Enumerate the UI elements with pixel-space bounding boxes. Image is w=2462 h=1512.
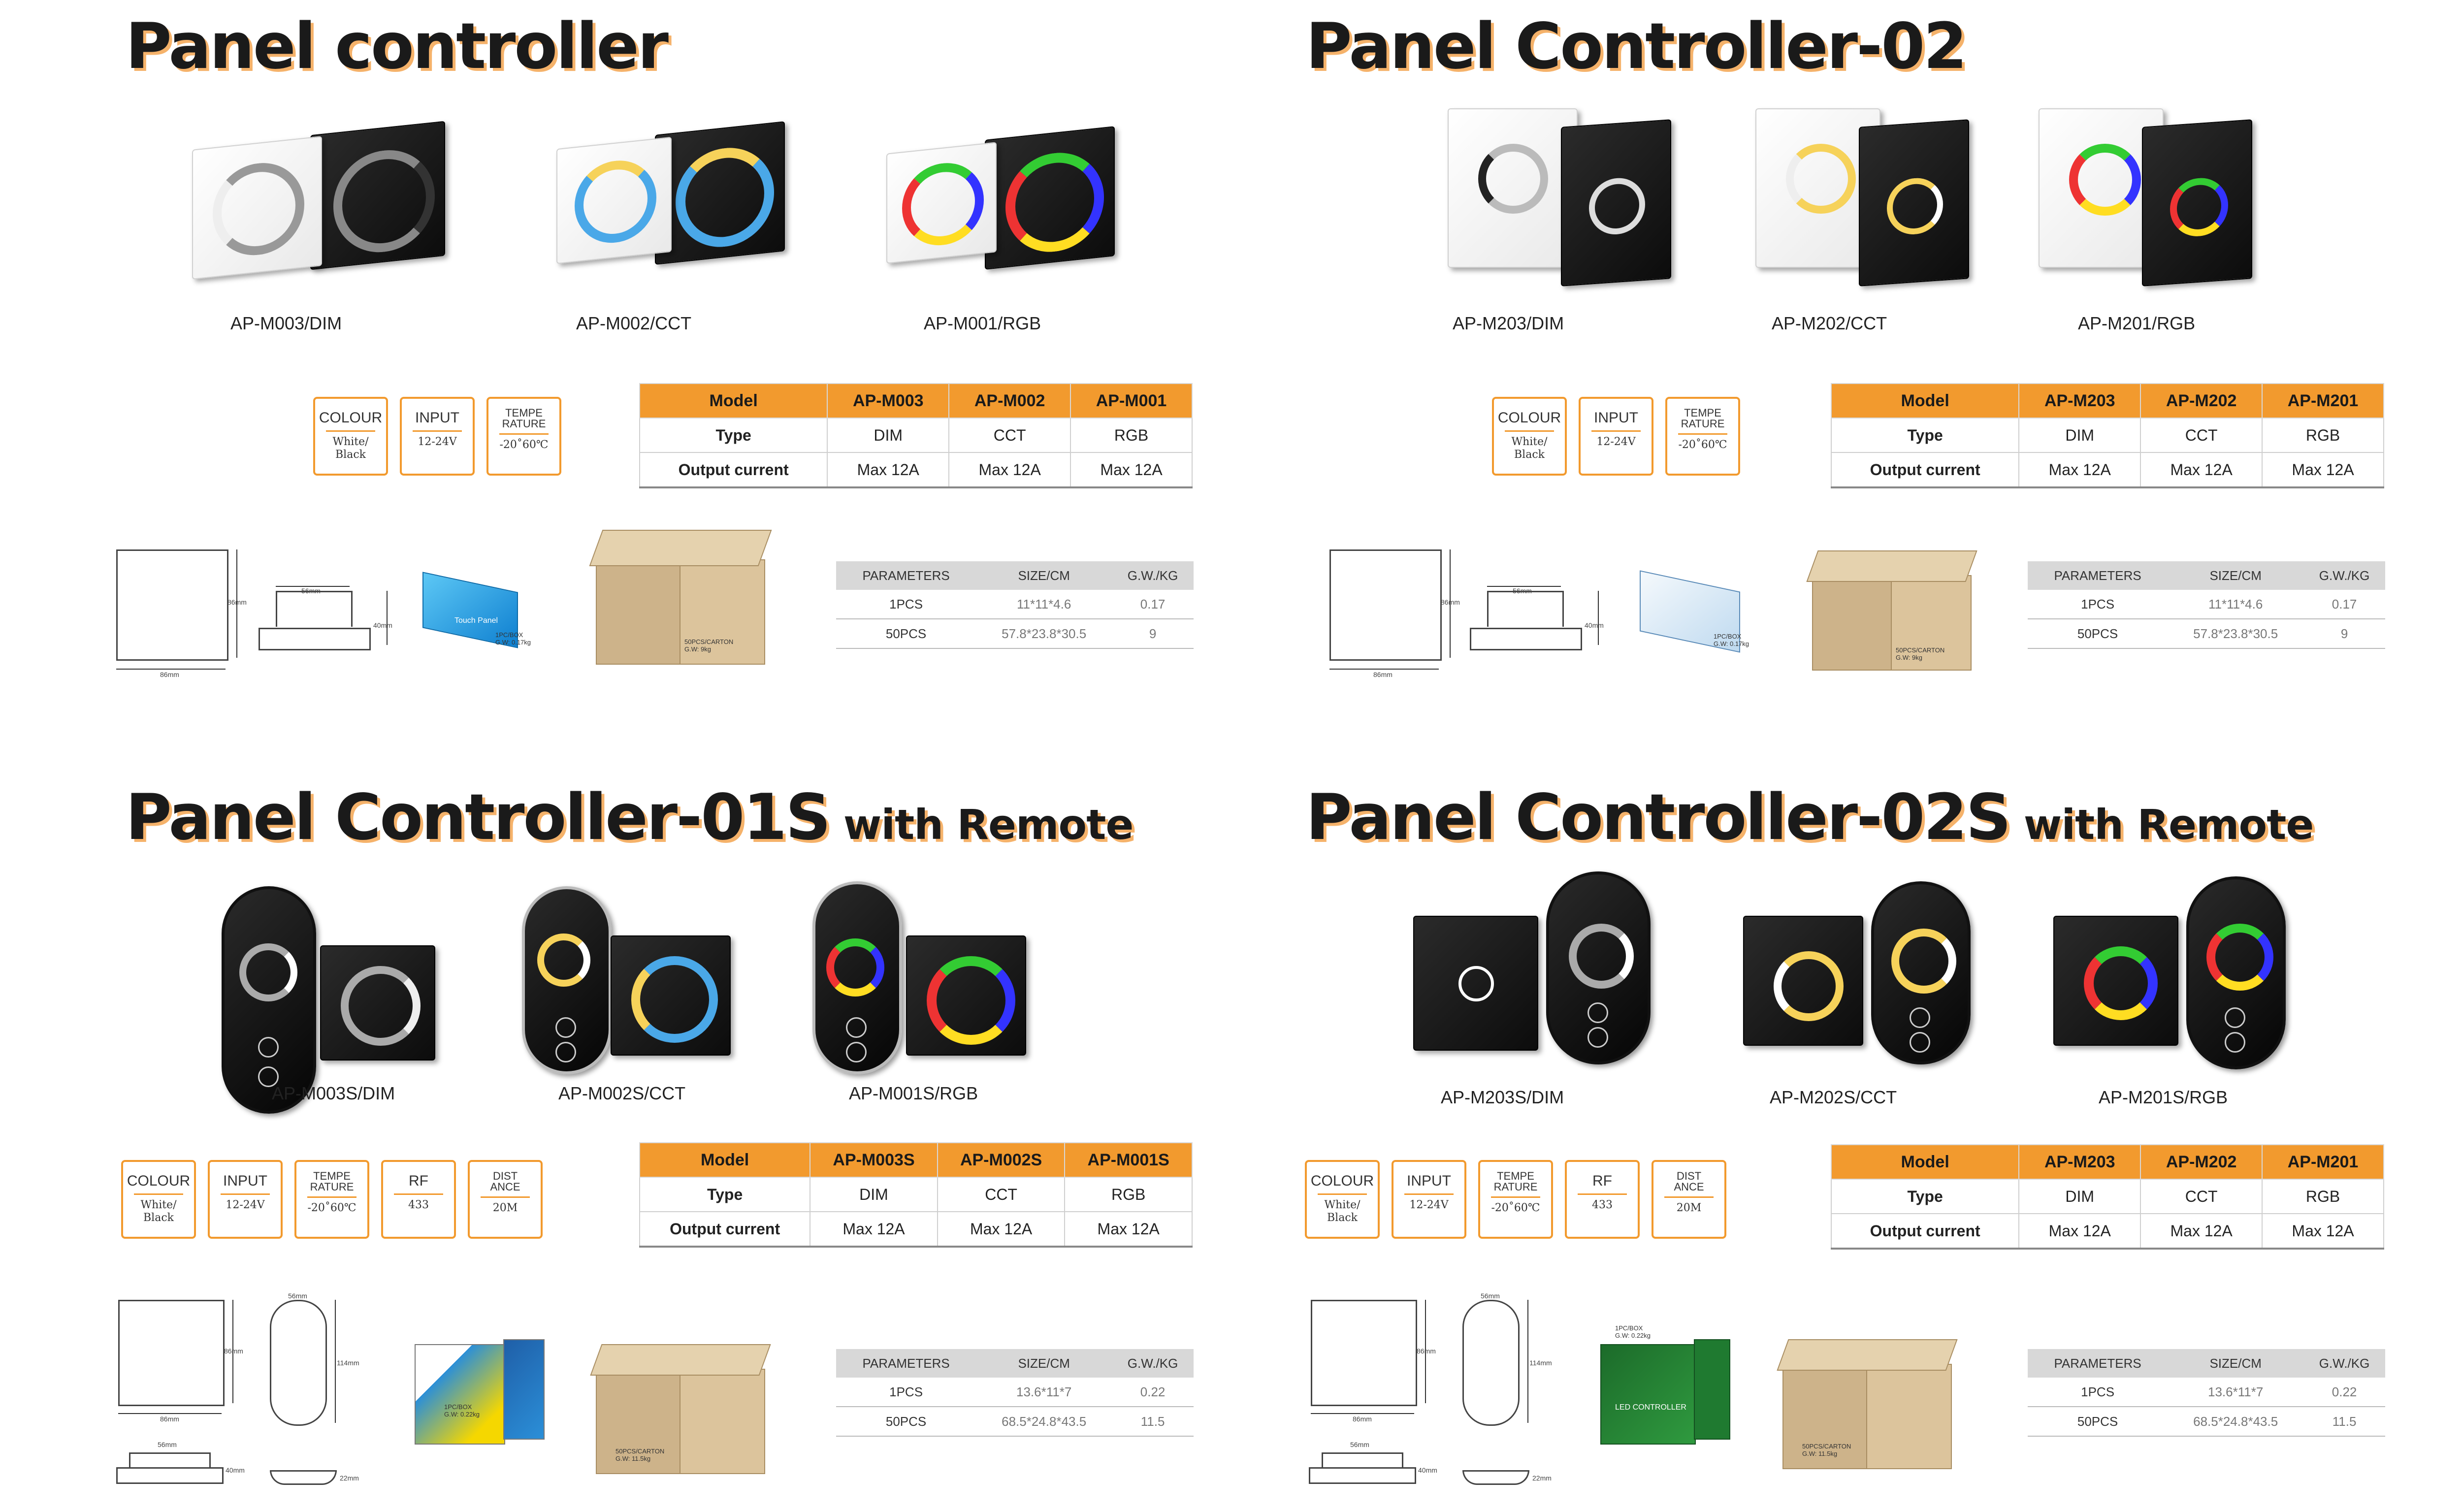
product-image-ap-m003s [222,886,438,1123]
panel-white [192,136,322,280]
shipping-carton: 50PCS/CARTON G.W: 9kg [1806,550,1979,688]
panel-black [310,121,445,270]
panel-black [2053,916,2178,1046]
panel-black [655,121,785,265]
spec-badge-temperature: TEMPE RATURE-20˚60℃ [294,1160,369,1239]
product-label: AP-M003/DIM [230,313,342,333]
section-title: Panel Controller-01S with Remote [126,781,1134,854]
panel-white [1448,108,1578,268]
remote [2186,876,2286,1069]
product-label: AP-M001/RGB [924,313,1041,333]
retail-box: Touch Panel 1PC/BOX G.W: 0.17kg [422,572,541,651]
remote [222,886,316,1114]
panel-black [1413,916,1538,1051]
product-label: AP-M001S/RGB [849,1083,978,1103]
product-label: AP-M203/DIM [1453,313,1564,333]
panel-black [1561,119,1671,287]
panel-black [906,935,1026,1056]
remote [1871,881,1971,1064]
shipping-carton: 50PCS/CARTON G.W: 11.5kg [590,1344,773,1487]
section-title: Panel Controller-02 [1306,10,1967,83]
remote [522,886,612,1074]
product-image-ap-m201s [2053,876,2309,1078]
retail-box: LED CONTROLLER 1PC/BOX G.W: 0.22kg [1600,1324,1738,1462]
product-label: AP-M201S/RGB [2099,1087,2228,1107]
product-image-ap-m003 [192,121,458,286]
product-label: AP-M002/CCT [576,313,692,333]
panel-black [320,945,435,1061]
product-label: AP-M202/CCT [1772,313,1887,333]
product-image-ap-m002 [556,121,793,286]
product-image-ap-m001 [886,126,1123,286]
retail-box: 1PC/BOX G.W: 0.17kg [1640,570,1758,660]
spec-badge-temperature: TEMPE RATURE-20˚60℃ [486,397,561,476]
panel-white [886,142,997,264]
product-label: AP-M201/RGB [2078,313,2196,333]
panel-black [985,126,1115,270]
product-label: AP-M002S/CCT [558,1083,686,1103]
panel-white [556,136,672,264]
product-image-ap-m202 [1755,103,1972,290]
remote [1546,871,1651,1064]
panel-black [2142,119,2252,287]
section-title: Panel Controller-02S with Remote [1306,781,2314,854]
panel-black [1743,916,1863,1046]
product-label: AP-M003S/DIM [272,1083,395,1103]
product-image-ap-m202s [1743,881,1989,1078]
product-image-ap-m203 [1448,103,1674,290]
spec-badge-temperature: TEMPE RATURE-20˚60℃ [1478,1160,1553,1239]
shipping-carton: 50PCS/CARTON G.W: 9kg [589,530,773,677]
product-image-ap-m201 [2039,103,2255,290]
section-title: Panel controller [126,10,669,83]
product-image-ap-m203s [1408,871,1674,1078]
remote [812,881,902,1074]
product-image-ap-m002s [522,886,744,1083]
panel-black [611,935,731,1056]
shipping-carton: 50PCS/CARTON G.W: 11.5kg [1777,1339,1960,1482]
product-label: AP-M203S/DIM [1441,1087,1564,1107]
product-label: AP-M202S/CCT [1770,1087,1897,1107]
product-image-ap-m001s [812,881,1034,1083]
retail-box: 1PC/BOX G.W: 0.22kg [415,1329,552,1457]
spec-badge-temperature: TEMPE RATURE-20˚60℃ [1665,397,1740,476]
panel-black [1859,119,1969,287]
